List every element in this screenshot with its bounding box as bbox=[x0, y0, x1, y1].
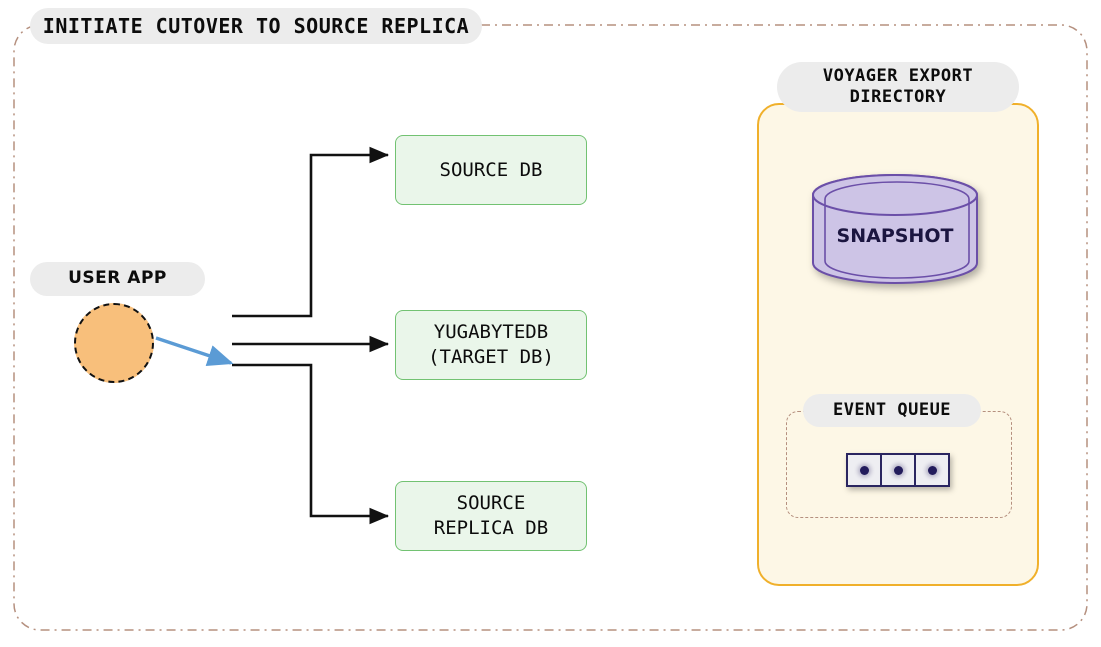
event-queue-label: EVENT QUEUE bbox=[803, 394, 981, 427]
connector-source-db-line bbox=[232, 146, 390, 318]
user-app-node[interactable] bbox=[74, 303, 154, 383]
snapshot-cylinder-icon[interactable] bbox=[809, 173, 981, 285]
user-app-label: USER APP bbox=[30, 262, 205, 296]
event-queue-cell-3[interactable] bbox=[914, 453, 950, 487]
voyager-export-directory-label: VOYAGER EXPORT DIRECTORY bbox=[777, 62, 1019, 112]
event-queue-cell-1[interactable] bbox=[846, 453, 882, 487]
event-dot-icon bbox=[859, 465, 869, 475]
event-dot-icon bbox=[893, 465, 903, 475]
target-db-node[interactable]: YUGABYTEDB (TARGET DB) bbox=[395, 310, 587, 380]
diagram-title: INITIATE CUTOVER TO SOURCE REPLICA bbox=[30, 8, 482, 44]
user-app-active-arrow bbox=[155, 336, 234, 367]
event-queue-cells bbox=[846, 453, 950, 487]
source-db-node[interactable]: SOURCE DB bbox=[395, 135, 587, 205]
connector-source-replica-line bbox=[232, 363, 390, 525]
event-queue-cell-2[interactable] bbox=[880, 453, 916, 487]
source-replica-db-node[interactable]: SOURCE REPLICA DB bbox=[395, 481, 587, 551]
event-dot-icon bbox=[927, 465, 937, 475]
outer-container-border bbox=[13, 24, 1088, 631]
